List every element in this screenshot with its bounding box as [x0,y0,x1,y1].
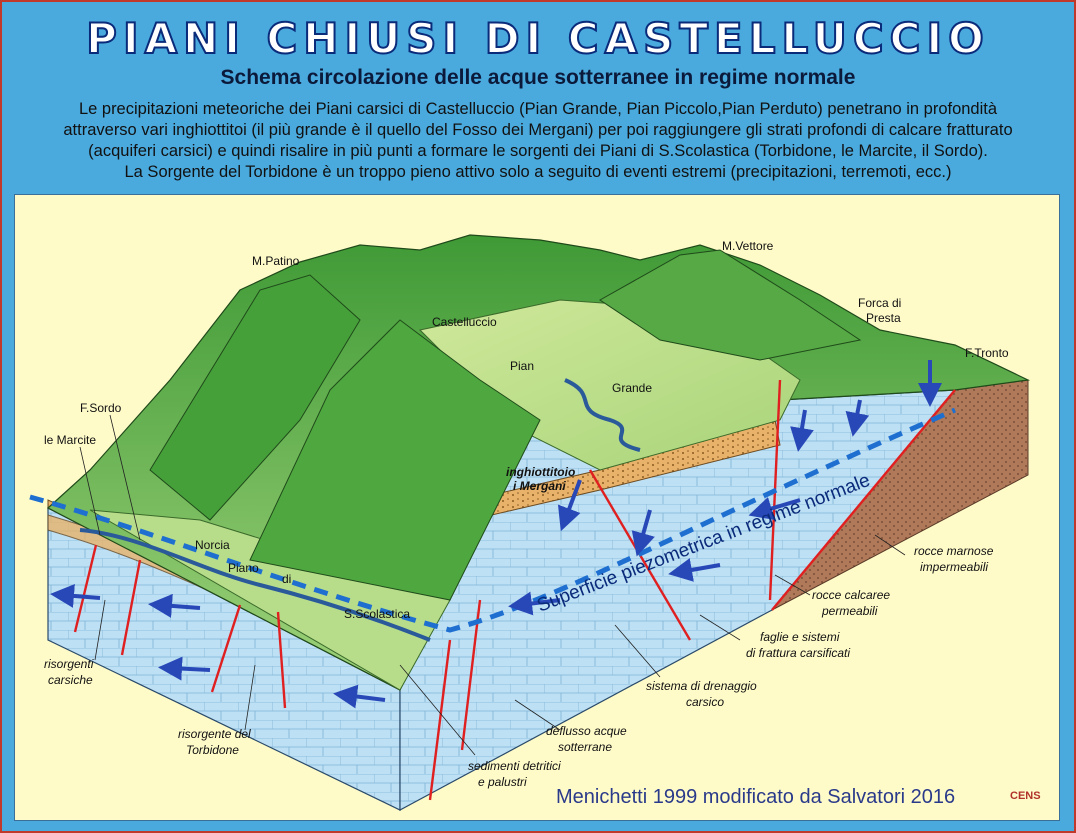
label-le-marcite: le Marcite [44,433,96,447]
description: Le precipitazioni meteoriche dei Piani c… [20,99,1056,183]
fault-line [276,611,287,709]
flow-arrow [158,656,211,681]
label-sotterrane: sotterrane [558,740,612,754]
label-pian: Pian [510,359,534,373]
label-palustri: e palustri [478,775,527,789]
fault-line [120,559,142,656]
flow-arrow [333,684,386,709]
page-subtitle: Schema circolazione delle acque sotterra… [220,66,856,89]
m-vettore-peak [599,249,862,361]
flow-arrow [631,509,655,557]
label-di: di [282,572,291,586]
label-inghiottitoio: inghiottitoio [506,465,575,479]
page-title: PIANI CHIUSI DI CASTELLUCCIO [85,13,990,64]
label-deflusso: deflusso acque [546,724,627,738]
flow-arrow [508,591,561,616]
leader-lines [79,414,906,756]
fault-line [460,599,482,751]
label-norcia: Norcia [195,538,230,552]
description-line: attraverso vari inghiottitoi (il più gra… [63,121,1013,139]
label-carsiche: carsiche [48,673,93,687]
flow-arrow [748,497,801,521]
fault-line [771,389,956,611]
central-ridge [249,319,541,601]
label-sistema: sistema di drenaggio [646,679,757,693]
flow-arrow [845,399,870,437]
label-i-mergani: i Mergani [513,479,566,493]
santa-scolastica-river [79,528,431,642]
fault-line [428,639,452,801]
label-risorgente-del: risorgente del [178,727,251,741]
flow-arrow [790,409,814,452]
label-castelluccio: Castelluccio [432,315,497,329]
label-risorgenti: risorgenti [44,657,94,671]
flow-arrow [50,583,101,608]
label-grande: Grande [612,381,652,395]
label-permeabili: permeabili [821,604,878,618]
fault-line [210,604,242,693]
label-m-vettore: M.Vettore [722,239,774,253]
label-sedimenti: sedimenti detritici [468,759,561,773]
label-m-patino: M.Patino [252,254,300,268]
label-faglie: faglie e sistemi [760,630,840,644]
pian-grande-river [564,378,641,452]
description-line: La Sorgente del Torbidone è un troppo pi… [124,163,952,181]
flow-arrow [557,479,582,532]
label-s-scolastica: S.Scolastica [344,607,410,621]
label-presta: Presta [866,311,901,325]
label-impermeabili: impermeabili [920,560,988,574]
label-torbidone: Torbidone [186,743,239,757]
description-line: Le precipitazioni meteoriche dei Piani c… [78,100,998,118]
flow-arrow [668,558,721,582]
label-rocce-calcaree: rocce calcaree [812,588,890,602]
description-line: (acquiferi carsici) e quindi risalire in… [88,142,988,160]
label-frattura: di frattura carsificati [746,646,850,660]
label-f-tronto: F.Tronto [965,346,1009,360]
flow-arrow [148,593,201,618]
label-rocce-marnose: rocce marnose [914,544,994,558]
label-forca-di: Forca di [858,296,901,310]
label-f-sordo: F.Sordo [80,401,122,415]
cens-logo: CENS [1010,790,1041,802]
m-patino-peak [149,274,361,521]
groundwater-arrows [50,360,942,709]
label-carsico: carsico [686,695,724,709]
fault-line [73,544,98,633]
credit: Menichetti 1999 modificato da Salvatori … [556,786,956,808]
label-piano: Piano [228,561,259,575]
